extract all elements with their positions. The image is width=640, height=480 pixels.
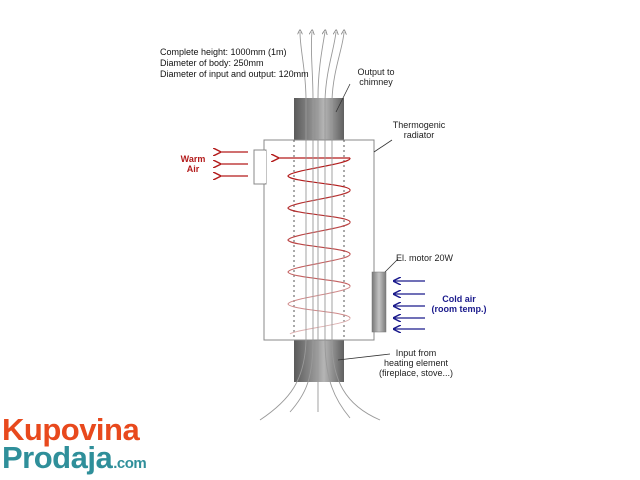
spec-io-diameter: Diameter of input and output: 120mm (160, 69, 309, 79)
radiator-label-line2: radiator (403, 130, 435, 140)
warm-air-arrows (220, 152, 248, 176)
input-label-line2: heating element (383, 358, 449, 368)
output-label: Output to chimney (348, 67, 404, 87)
spec-body-diameter: Diameter of body: 250mm (160, 58, 264, 68)
watermark-logo-prodaja: Prodaja (2, 440, 113, 475)
input-label: Input from heating element (fireplace, s… (368, 348, 464, 378)
warm-air-label-line2: Air (186, 164, 200, 174)
input-leader-line (337, 353, 391, 361)
radiator-label: Thermogenic radiator (384, 120, 454, 140)
spec-height: Complete height: 1000mm (1m) (160, 47, 287, 57)
cold-air-label-line1: Cold air (442, 294, 476, 304)
output-pipe (294, 98, 344, 140)
motor-label: El. motor 20W (396, 253, 454, 263)
motor-leader-line (384, 258, 399, 273)
watermark-logo-bottom: Prodaja.com (2, 440, 147, 476)
output-leader-line (335, 83, 351, 113)
radiator-label-line1: Thermogenic (392, 120, 446, 130)
cold-air-label: Cold air (room temp.) (428, 294, 490, 314)
smoke-flow-lines (259, 32, 381, 421)
radiator-body (253, 139, 375, 341)
output-label-line2: chimney (359, 77, 393, 87)
input-label-line1: Input from (395, 348, 437, 358)
electric-motor (371, 271, 387, 333)
cold-air-arrows (394, 281, 425, 329)
watermark-logo-top: Kupovina (2, 412, 140, 447)
input-label-line3: (fireplace, stove...) (378, 368, 454, 378)
heating-coil (278, 158, 351, 335)
warm-air-label: Warm Air (176, 154, 210, 174)
warm-air-label-line1: Warm (180, 154, 206, 164)
radiator-leader-line (373, 139, 393, 153)
cold-air-label-line2: (room temp.) (431, 304, 487, 314)
output-label-line1: Output to (357, 67, 395, 77)
watermark-logo-suffix: .com (113, 455, 147, 472)
input-pipe (294, 340, 344, 382)
